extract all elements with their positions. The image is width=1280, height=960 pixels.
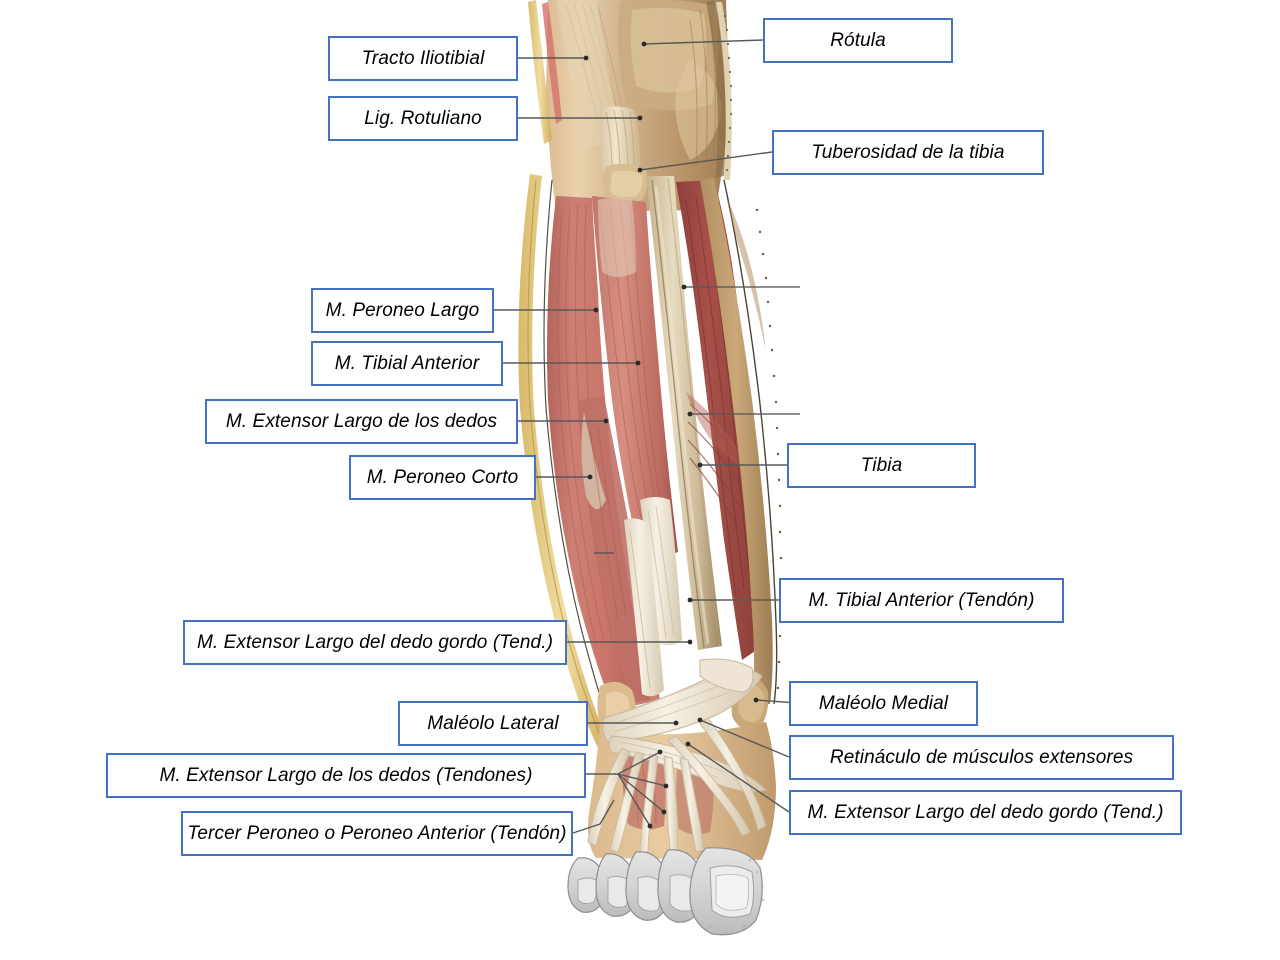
leader-edl-branch-3 — [617, 773, 665, 813]
label-m-tibial-anterior[interactable]: M. Tibial Anterior — [311, 341, 503, 386]
label-text: M. Extensor Largo de los dedos (Tendones… — [159, 764, 533, 786]
label-tuberosidad-tibia[interactable]: Tuberosidad de la tibia — [772, 130, 1044, 175]
label-text: Rótula — [830, 29, 886, 51]
label-text: Tracto Iliotibial — [361, 47, 485, 69]
tibia-shaft — [646, 176, 722, 650]
label-m-ext-largo-dedo-gordo-tend-right[interactable]: M. Extensor Largo del dedo gordo (Tend.) — [789, 790, 1182, 835]
label-text: Tuberosidad de la tibia — [811, 141, 1005, 163]
label-text: Tibia — [860, 454, 903, 476]
label-text: M. Extensor Largo del dedo gordo (Tend.) — [807, 801, 1164, 823]
leader-tercer-peroneo — [572, 799, 615, 834]
leader-end-dots — [583, 41, 759, 829]
dorsal-tendons — [587, 717, 767, 853]
label-tercer-peroneo[interactable]: Tercer Peroneo o Peroneo Anterior (Tendó… — [181, 811, 573, 856]
label-m-extensor-largo-dedos[interactable]: M. Extensor Largo de los dedos — [205, 399, 518, 444]
leader-retinaculo — [699, 719, 790, 758]
label-lig-rotuliano[interactable]: Lig. Rotuliano — [328, 96, 518, 141]
label-maleolo-lateral[interactable]: Maléolo Lateral — [398, 701, 588, 746]
label-text: Maléolo Lateral — [427, 712, 559, 734]
label-retinaculo-extensores[interactable]: Retináculo de músculos extensores — [789, 735, 1174, 780]
label-m-ext-largo-dedos-tendones[interactable]: M. Extensor Largo de los dedos (Tendones… — [106, 753, 586, 798]
label-text: Maléolo Medial — [818, 692, 949, 714]
label-text: M. Extensor Largo del dedo gordo (Tend.) — [196, 631, 554, 653]
label-tracto-iliotibial[interactable]: Tracto Iliotibial — [328, 36, 518, 81]
label-m-ext-largo-dedo-gordo-tend[interactable]: M. Extensor Largo del dedo gordo (Tend.) — [183, 620, 567, 665]
label-text: Tercer Peroneo o Peroneo Anterior (Tendó… — [187, 822, 567, 844]
label-text: M. Peroneo Largo — [325, 299, 480, 321]
leader-tuberosidad-tibia — [639, 151, 773, 171]
label-maleolo-medial[interactable]: Maléolo Medial — [789, 681, 978, 726]
label-text: Retináculo de músculos extensores — [829, 746, 1134, 768]
leader-edl-branch-4 — [617, 773, 651, 827]
label-text: M. Extensor Largo de los dedos — [225, 410, 498, 432]
extensor-hallucis-longus-tendon — [624, 518, 664, 697]
label-m-peroneo-largo[interactable]: M. Peroneo Largo — [311, 288, 494, 333]
leader-rotula — [643, 39, 764, 45]
leader-edl-branch-1 — [617, 751, 661, 775]
label-rotula[interactable]: Rótula — [763, 18, 953, 63]
label-text: Lig. Rotuliano — [364, 107, 482, 129]
medial-compartment-muscle — [676, 180, 768, 660]
leader-edl-branch-2 — [617, 773, 667, 787]
label-m-peroneo-corto[interactable]: M. Peroneo Corto — [349, 455, 536, 500]
label-tibia[interactable]: Tibia — [787, 443, 976, 488]
knee-region — [528, 0, 733, 212]
tibialis-anterior-muscle — [592, 196, 682, 646]
label-text: M. Tibial Anterior (Tendón) — [808, 589, 1035, 611]
label-text: M. Tibial Anterior — [334, 352, 480, 374]
label-text: M. Peroneo Corto — [366, 466, 519, 488]
medial-skin-border — [700, 178, 783, 706]
label-m-tibial-anterior-tendon[interactable]: M. Tibial Anterior (Tendón) — [779, 578, 1064, 623]
leader-ehl-tend-right — [687, 743, 790, 813]
toes — [567, 847, 765, 936]
